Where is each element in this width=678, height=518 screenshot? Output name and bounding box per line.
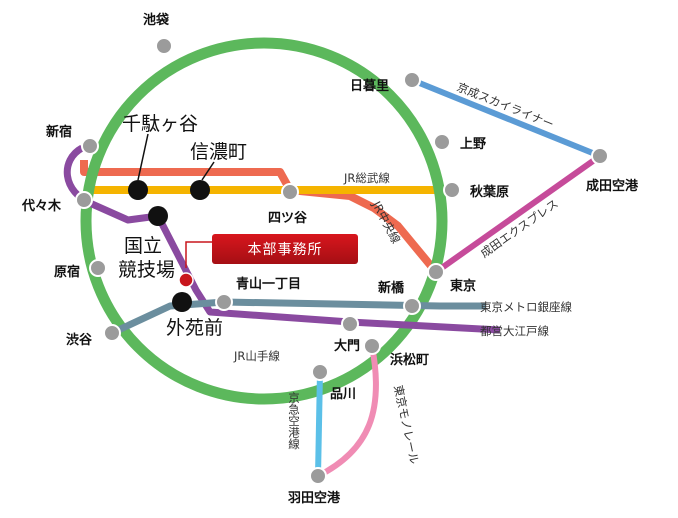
station-dot-hamamatsucho	[363, 337, 381, 355]
label-keikyu: 京急空港線	[287, 391, 301, 449]
label-ueno: 上野	[460, 137, 486, 152]
station-dot-haneda	[309, 467, 327, 485]
label-oedo: 都営大江戸線	[480, 324, 549, 338]
label-kokuritsu-2: 競技場	[118, 259, 175, 281]
station-dot-akihabara	[443, 181, 461, 199]
station-dot-yotsuya	[281, 183, 299, 201]
label-nippori: 日暮里	[350, 78, 389, 94]
hq-dot	[178, 272, 194, 288]
label-tokyo: 東京	[450, 278, 476, 294]
station-dot-shinagawa	[311, 363, 329, 381]
narita-express-line	[434, 153, 602, 275]
label-yotsuya: 四ツ谷	[268, 210, 308, 226]
monorail-line	[316, 345, 380, 479]
label-yamanote: JR山手線	[233, 349, 280, 363]
label-yoyogi: 代々木	[21, 198, 62, 214]
headquarters-label: 本部事務所	[212, 234, 358, 264]
station-dot-aoyama	[215, 293, 233, 311]
label-ginza: 東京メトロ銀座線	[480, 300, 572, 314]
label-shinagawa: 品川	[330, 387, 356, 402]
station-dot-kokuritsu	[148, 206, 168, 226]
label-hamamatsucho: 浜松町	[390, 352, 429, 368]
yamanote-loop	[80, 37, 448, 405]
label-shinbashi: 新橋	[378, 280, 405, 296]
label-haneda: 羽田空港	[288, 490, 341, 506]
label-monorail: 東京モノレール	[391, 384, 421, 466]
label-kokuritsu-1: 国立	[124, 235, 162, 257]
station-dot-ikebukuro	[155, 37, 173, 55]
label-sendagaya: 千駄ヶ谷	[122, 113, 198, 135]
keikyu-line	[315, 371, 323, 477]
label-aoyama: 青山一丁目	[236, 276, 301, 292]
station-dot-ueno	[433, 133, 451, 151]
station-dot-gaienmae	[172, 292, 192, 312]
label-akihabara: 秋葉原	[470, 184, 509, 200]
station-dot-yoyogi	[75, 191, 93, 209]
label-ikebukuro: 池袋	[143, 12, 170, 28]
station-dot-tokyo	[427, 263, 445, 281]
label-gaienmae: 外苑前	[166, 317, 223, 339]
label-harajuku: 原宿	[54, 264, 80, 280]
station-dot-narita	[591, 147, 609, 165]
label-narita: 成田空港	[586, 178, 639, 194]
station-dot-shibuya	[103, 324, 121, 342]
sendagaya-pointer	[137, 133, 149, 181]
label-narita-express: 成田エクスプレス	[478, 196, 561, 260]
shinanomachi-pointer	[201, 161, 215, 181]
station-dot-shinbashi	[403, 297, 421, 315]
keisei-line	[410, 77, 602, 159]
label-daimon: 大門	[334, 338, 360, 354]
hq-pointer	[185, 241, 212, 268]
station-dot-sendagaya	[128, 180, 148, 200]
station-dot-shinanomachi	[190, 180, 210, 200]
station-dot-shinjuku	[81, 137, 99, 155]
station-dot-harajuku	[89, 259, 107, 277]
station-dot-daimon	[341, 315, 359, 333]
label-shinanomachi: 信濃町	[190, 141, 247, 163]
station-dot-nippori	[403, 71, 421, 89]
label-sobu: JR総武線	[343, 171, 390, 185]
label-shibuya: 渋谷	[66, 332, 93, 348]
label-shinjuku: 新宿	[46, 124, 72, 140]
